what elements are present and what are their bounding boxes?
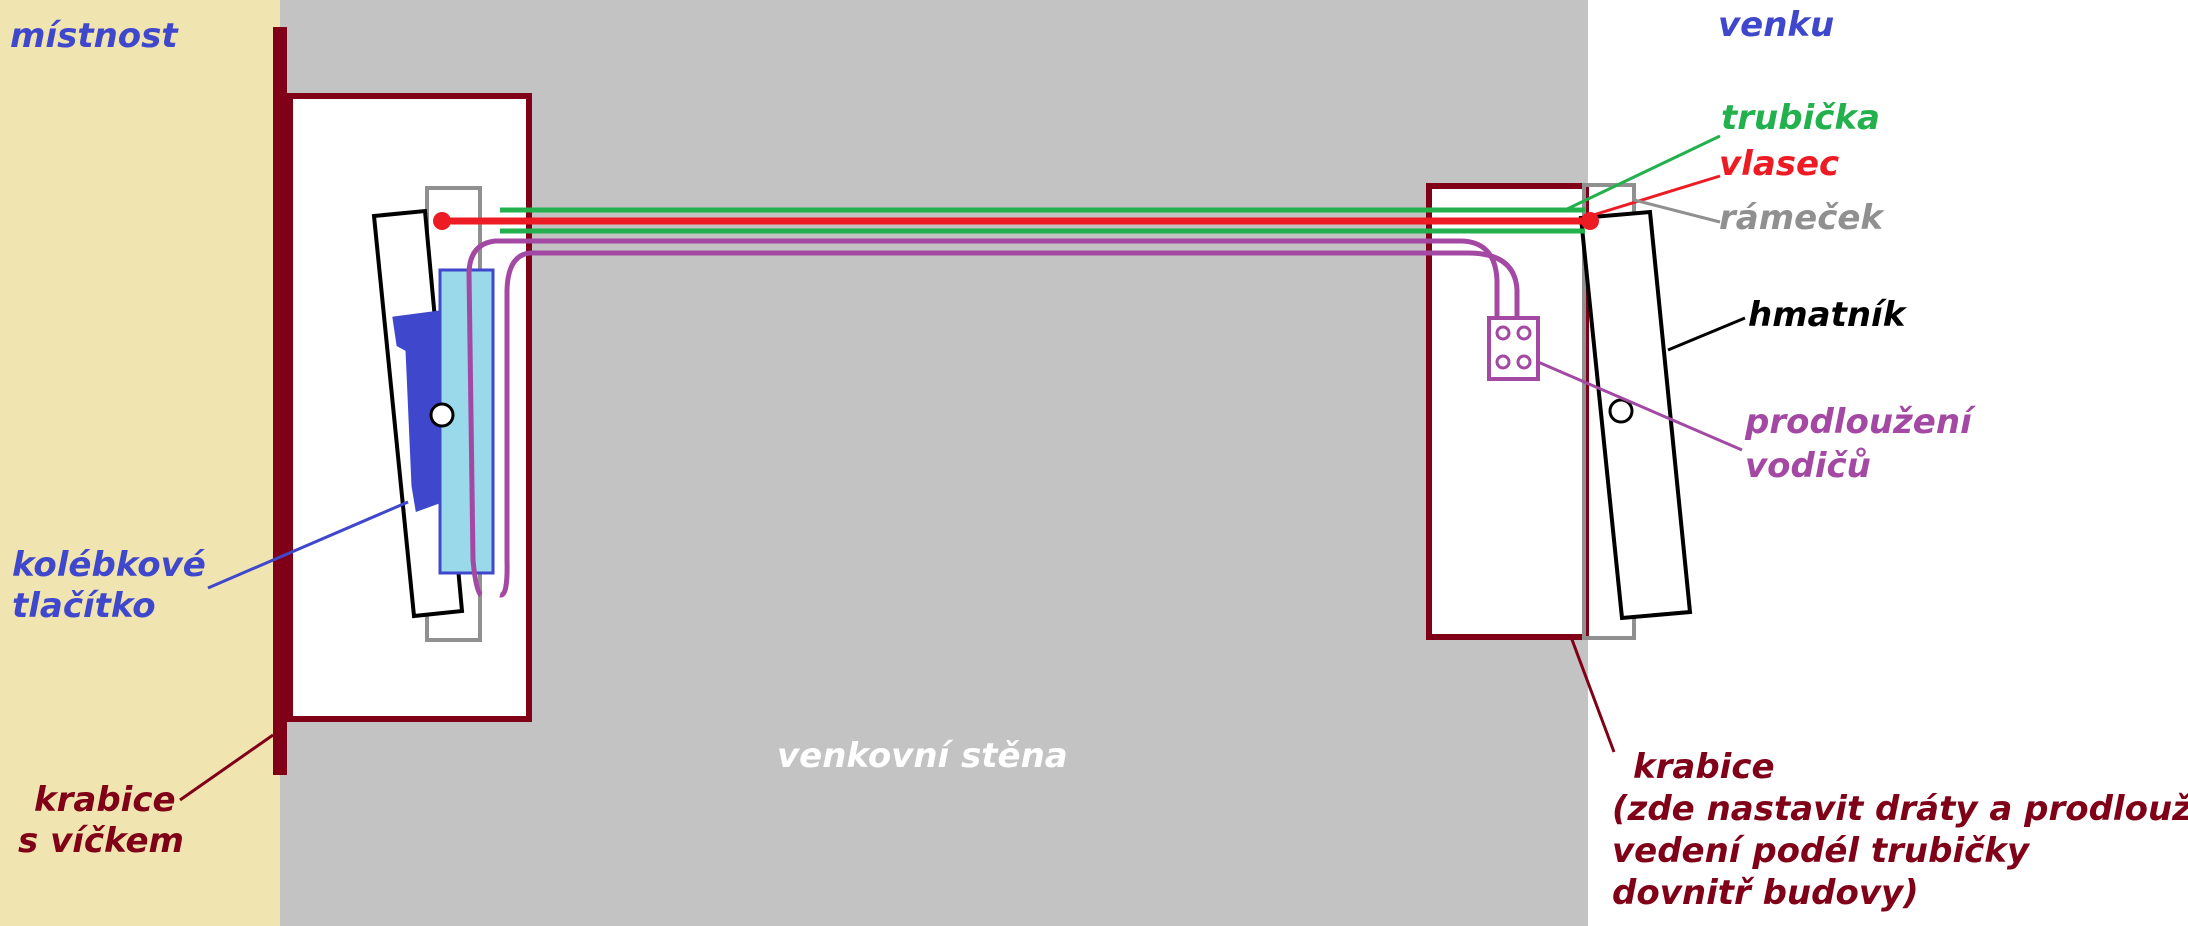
pull-line-end-right [1581, 212, 1599, 230]
feeler-label: hmatník [1748, 295, 1908, 335]
inner-box-lid [273, 27, 287, 775]
room-label: místnost [10, 16, 179, 56]
wire-extension-inner [499, 250, 1520, 598]
wall-label: venkovní stěna [777, 736, 1068, 776]
outer-box-leader [1569, 636, 1616, 753]
outer-box-label-line1: krabice [1633, 747, 1775, 787]
tube-leader [1564, 134, 1721, 212]
frame-leader [1633, 198, 1721, 224]
outside-region [1588, 0, 2188, 926]
extension-leader [1537, 360, 1743, 452]
pivot-right [1608, 398, 1634, 424]
extension-label-line1: prodloužení [1744, 402, 1976, 442]
pivot-left [429, 402, 455, 428]
line-leader [1589, 174, 1721, 218]
outer-box-label-line3: vedení podél trubičky [1612, 831, 2031, 871]
room-region [0, 0, 280, 926]
outside-label: venku [1718, 5, 1834, 45]
tube-label: trubička [1721, 98, 1880, 138]
feeler-leader [1667, 316, 1746, 352]
terminal-hole [1516, 354, 1532, 370]
pull-line-end-left [433, 212, 451, 230]
terminal-connector [1487, 316, 1540, 381]
frame-label: rámeček [1719, 198, 1885, 238]
outer-box-label-line2: (zde nastavit dráty a prodloužit [1612, 789, 2188, 829]
rocker-label-line2: tlačítko [12, 586, 156, 626]
terminal-hole [1516, 325, 1532, 341]
outer-box [1426, 183, 1589, 640]
line-label: vlasec [1719, 144, 1839, 184]
rocker-label-line1: kolébkové [12, 545, 206, 585]
terminal-hole [1495, 325, 1511, 341]
box-lid-leader [179, 733, 274, 802]
outer-box-label-line4: dovnitř budovy) [1612, 873, 1919, 913]
box-lid-label-line2: s víčkem [18, 821, 184, 861]
feeler-plate [1578, 209, 1693, 621]
rocker-leader [207, 500, 409, 590]
box-lid-label-line1: krabice [34, 780, 176, 820]
extension-label-line2: vodičů [1745, 446, 1871, 486]
terminal-hole [1495, 354, 1511, 370]
